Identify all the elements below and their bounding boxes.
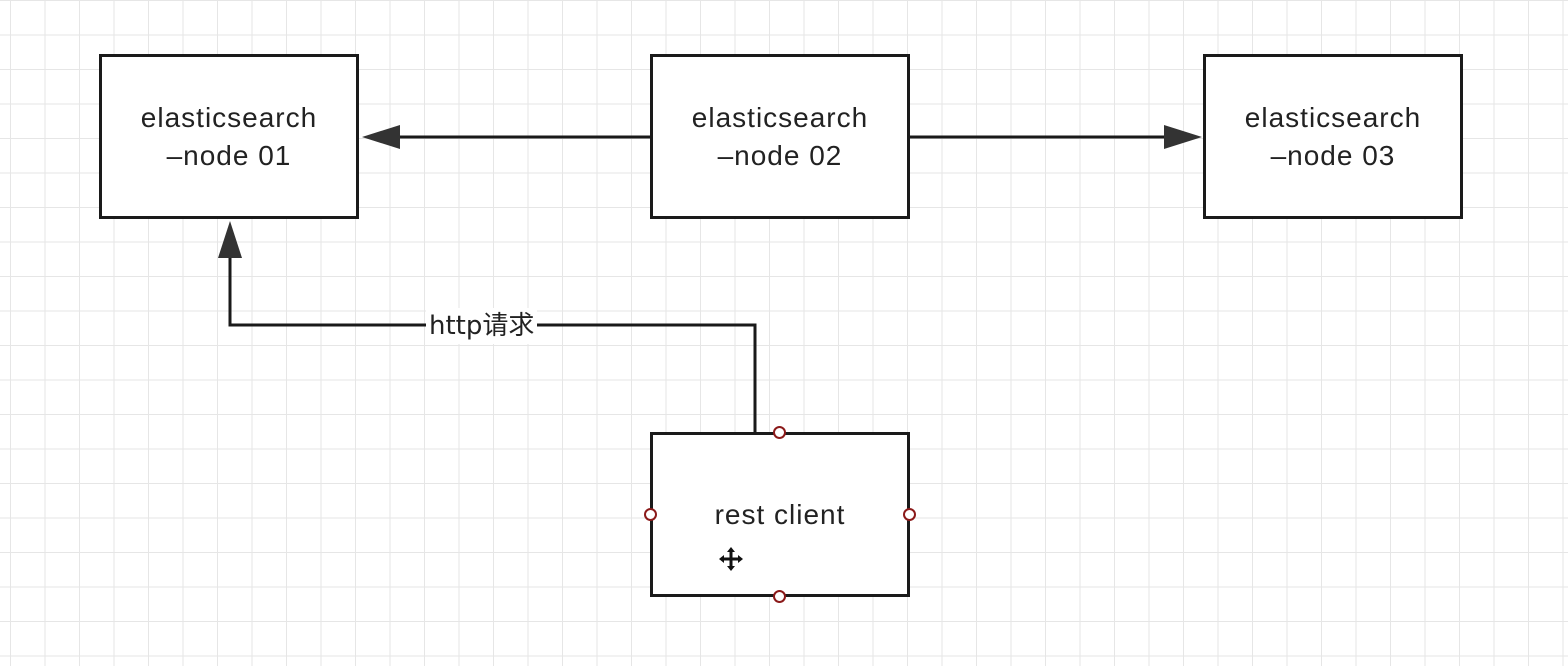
connection-handle-right[interactable] [903,508,916,521]
arrowhead-node01-bottom [218,221,242,258]
edge-client-to-node01[interactable] [228,258,757,432]
node-03-label-line2: –node 03 [1270,139,1396,171]
arrowhead-node01 [362,125,400,149]
elasticsearch-node-02[interactable]: elasticsearch –node 02 [650,54,910,219]
move-cursor-icon [717,545,745,573]
connection-handle-top[interactable] [773,426,786,439]
node-03-label-line1: elasticsearch [1244,101,1422,133]
rest-client-node[interactable]: rest client [650,432,910,597]
elasticsearch-node-03[interactable]: elasticsearch –node 03 [1203,54,1463,219]
node-02-label-line2: –node 02 [717,139,843,171]
elasticsearch-node-01[interactable]: elasticsearch –node 01 [99,54,359,219]
connection-handle-bottom[interactable] [773,590,786,603]
node-01-label-line1: elasticsearch [140,101,318,133]
node-01-label-line2: –node 01 [166,139,292,171]
http-request-edge-label[interactable]: http请求 [426,308,538,344]
rest-client-label: rest client [714,498,846,530]
arrowhead-node03 [1164,125,1202,149]
connection-handle-left[interactable] [644,508,657,521]
node-02-label-line1: elasticsearch [691,101,869,133]
